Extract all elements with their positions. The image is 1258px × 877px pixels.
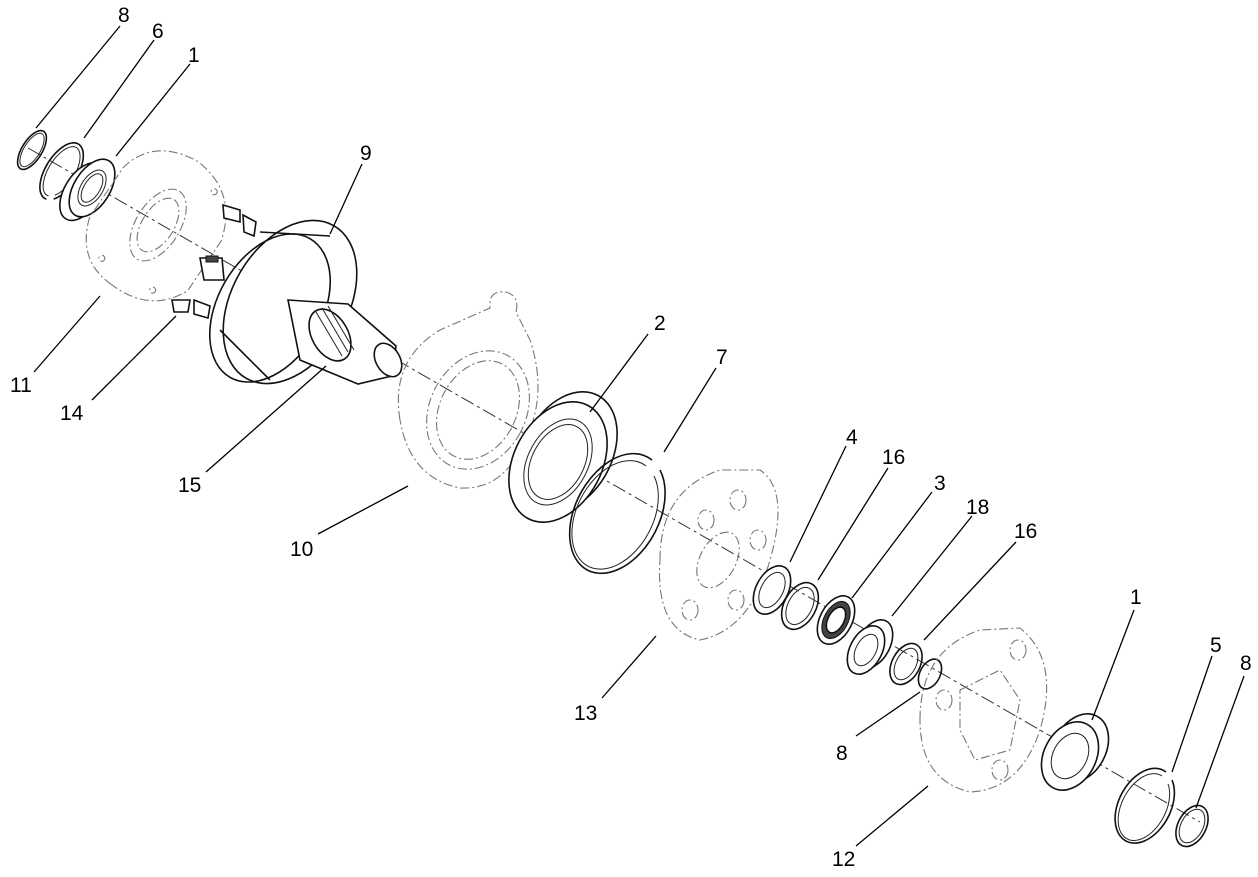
callout-15: 15 bbox=[178, 474, 201, 497]
callout-14: 14 bbox=[60, 402, 84, 425]
part-16-shim-ring-b[interactable] bbox=[883, 638, 928, 690]
callout-1: 1 bbox=[1130, 586, 1142, 609]
callout-1: 1 bbox=[188, 44, 200, 67]
callout-7: 7 bbox=[716, 346, 728, 369]
part-1-bearing-bottom[interactable] bbox=[1030, 704, 1120, 800]
callout-labels: 8 6 1 9 11 14 15 2 7 10 4 16 3 18 16 13 … bbox=[10, 4, 1252, 871]
callout-9: 9 bbox=[360, 142, 372, 165]
part-10-housing[interactable] bbox=[397, 291, 549, 489]
part-4-washer[interactable] bbox=[746, 560, 799, 621]
callout-12: 12 bbox=[832, 848, 855, 871]
part-3-spring[interactable] bbox=[810, 590, 863, 651]
callout-16: 16 bbox=[882, 446, 905, 469]
callout-8: 8 bbox=[118, 4, 130, 27]
callout-5: 5 bbox=[1210, 634, 1222, 657]
part-5-snap-ring[interactable] bbox=[1114, 767, 1176, 844]
callout-2: 2 bbox=[654, 312, 666, 335]
part-7-snap-ring[interactable] bbox=[568, 452, 666, 575]
part-11-end-plate[interactable] bbox=[65, 129, 250, 322]
callout-6: 6 bbox=[152, 20, 164, 43]
callout-8: 8 bbox=[1240, 652, 1252, 675]
part-2-large-bearing[interactable] bbox=[489, 375, 637, 539]
part-1-bearing-top[interactable] bbox=[50, 148, 124, 231]
callout-18: 18 bbox=[966, 496, 989, 519]
part-16-shim-ring-a[interactable] bbox=[774, 576, 826, 635]
callout-11: 11 bbox=[10, 374, 32, 397]
part-18-spacer[interactable] bbox=[840, 614, 901, 681]
part-8-retaining-ring-middle[interactable] bbox=[914, 655, 947, 693]
part-13-flange-plate[interactable] bbox=[658, 469, 779, 641]
callout-16: 16 bbox=[1014, 520, 1037, 543]
part-8-retaining-ring-bottom[interactable] bbox=[1169, 800, 1214, 852]
callout-10: 10 bbox=[290, 538, 313, 561]
part-12-end-plate[interactable] bbox=[919, 627, 1048, 793]
part-14-shoe-blocks[interactable] bbox=[171, 203, 257, 320]
part-8-retaining-ring-top[interactable] bbox=[12, 126, 52, 174]
part-15-splined-shaft[interactable] bbox=[287, 299, 407, 385]
center-axis bbox=[27, 147, 1201, 823]
callout-13: 13 bbox=[574, 702, 597, 725]
leader-lines bbox=[33, 25, 1245, 847]
callout-8: 8 bbox=[836, 742, 848, 765]
callout-3: 3 bbox=[934, 472, 946, 495]
callout-4: 4 bbox=[846, 426, 858, 449]
